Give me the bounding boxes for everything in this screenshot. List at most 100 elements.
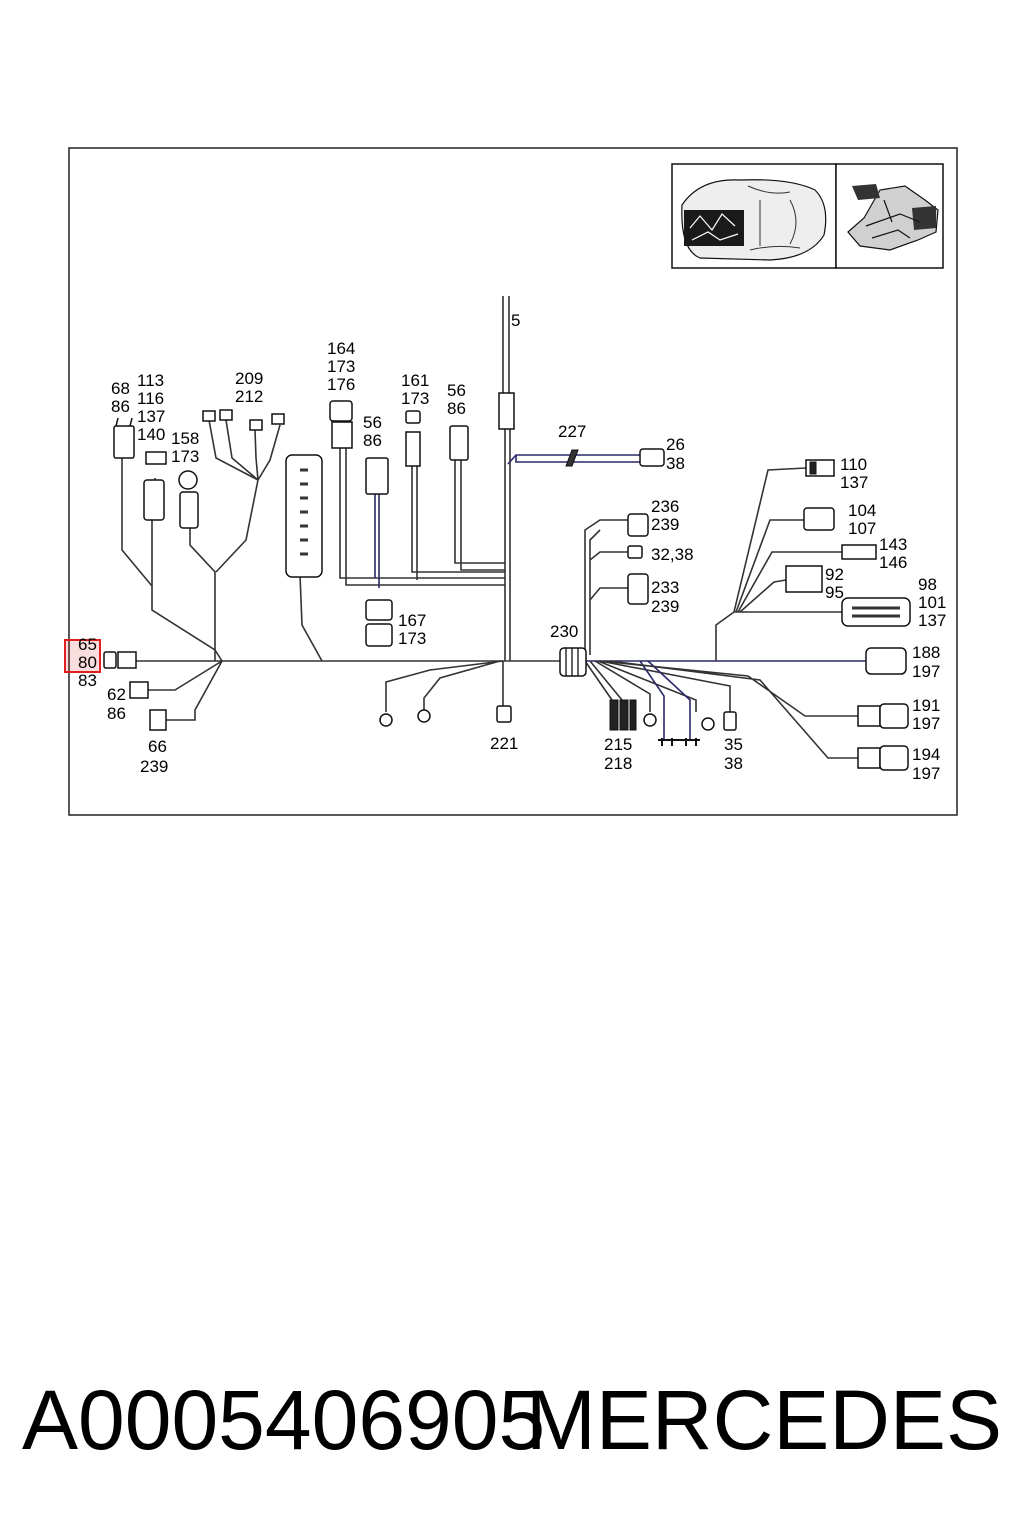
- label-98: 98: [918, 575, 937, 594]
- label-101: 101: [918, 593, 946, 612]
- label-215: 215: [604, 735, 632, 754]
- ring-terminals-center: [379, 709, 431, 727]
- label-32-38: 32,38: [651, 545, 694, 564]
- label-116: 116: [137, 389, 164, 408]
- brand-name: MERCEDES: [525, 1373, 1002, 1467]
- connector-32-38: [627, 545, 643, 559]
- label-56: 56: [447, 381, 466, 400]
- label-80: 80: [78, 653, 97, 672]
- connector-161-173: [405, 410, 421, 467]
- connector-215-218: [609, 699, 715, 746]
- control-unit-plug: [285, 454, 323, 578]
- connector-92-95: [785, 565, 823, 593]
- label-35: 35: [724, 735, 743, 754]
- label-68: 68: [111, 379, 130, 398]
- label-212: 212: [235, 387, 263, 406]
- label-143: 143: [879, 535, 907, 554]
- label-197: 197: [912, 714, 940, 733]
- connector-233-239: [627, 573, 649, 605]
- label-86: 86: [111, 397, 130, 416]
- connector-66-239: [149, 709, 167, 731]
- label-146: 146: [879, 553, 907, 572]
- label-26: 26: [666, 435, 685, 454]
- connector-35-38: [723, 711, 737, 731]
- connector-194-197: [857, 745, 909, 771]
- connector-209-212: [202, 409, 285, 431]
- label-95: 95: [825, 583, 844, 602]
- label-5: 5: [511, 311, 520, 330]
- connector-56-86-right: [449, 425, 469, 461]
- label-66: 66: [148, 737, 167, 756]
- connector-227: [565, 449, 579, 467]
- connector-98-137: [841, 597, 911, 627]
- label-86: 86: [107, 704, 126, 723]
- label-110: 110: [840, 455, 867, 474]
- junction-5: [498, 392, 515, 430]
- label-83: 83: [78, 671, 97, 690]
- label-92: 92: [825, 565, 844, 584]
- label-38: 38: [724, 754, 743, 773]
- connector-26-38: [639, 448, 665, 467]
- label-236: 236: [651, 497, 679, 516]
- label-107: 107: [848, 519, 876, 538]
- connector-56-86-mid: [365, 457, 389, 495]
- connector-104-107: [803, 507, 835, 531]
- label-86: 86: [447, 399, 466, 418]
- highlight-box: [64, 639, 101, 673]
- label-137: 137: [840, 473, 868, 492]
- label-140: 140: [137, 425, 165, 444]
- label-239: 239: [140, 757, 168, 776]
- connector-143-146: [841, 544, 877, 560]
- label-197: 197: [912, 662, 940, 681]
- label-221: 221: [490, 734, 518, 753]
- label-167: 167: [398, 611, 426, 630]
- label-38: 38: [666, 454, 685, 473]
- connector-110-137: [805, 459, 835, 477]
- connector-158-173: [178, 470, 199, 529]
- label-104: 104: [848, 501, 876, 520]
- connector-167-173: [365, 599, 393, 647]
- label-173: 173: [171, 447, 199, 466]
- diagram-frame: [68, 147, 958, 816]
- label-62: 62: [107, 685, 126, 704]
- grommet-230: [559, 647, 587, 677]
- label-239: 239: [651, 597, 679, 616]
- label-233: 233: [651, 578, 679, 597]
- label-161: 161: [401, 371, 429, 390]
- label-194: 194: [912, 745, 940, 764]
- connector-65-80-83: [103, 651, 137, 669]
- connector-68-86: [113, 417, 135, 459]
- label-191: 191: [912, 696, 940, 715]
- label-164: 164: [327, 339, 355, 358]
- engine-location-thumbnail: [835, 163, 944, 269]
- label-137: 137: [918, 611, 946, 630]
- label-239: 239: [651, 515, 679, 534]
- connector-191-197: [857, 703, 909, 729]
- label-158: 158: [171, 429, 199, 448]
- connector-62-86: [129, 681, 149, 699]
- label-86: 86: [363, 431, 382, 450]
- label-113: 113: [137, 371, 164, 390]
- part-number: A0005406905: [22, 1373, 546, 1467]
- label-173: 173: [401, 389, 429, 408]
- label-176: 176: [327, 375, 355, 394]
- label-218: 218: [604, 754, 632, 773]
- label-197: 197: [912, 764, 940, 783]
- label-56: 56: [363, 413, 382, 432]
- connector-236-239: [627, 513, 649, 537]
- connector-164-176: [329, 400, 353, 449]
- footer: A0005406905 MERCEDES: [0, 1365, 1024, 1475]
- label-65: 65: [78, 635, 97, 654]
- connector-113-140: [143, 451, 167, 521]
- vehicle-location-thumbnail: [671, 163, 837, 269]
- label-173: 173: [398, 629, 426, 648]
- label-230: 230: [550, 622, 578, 641]
- connector-221: [496, 705, 512, 723]
- connector-188-197: [865, 647, 907, 675]
- label-209: 209: [235, 369, 263, 388]
- label-173: 173: [327, 357, 355, 376]
- label-227: 227: [558, 422, 586, 441]
- label-188: 188: [912, 643, 940, 662]
- label-137: 137: [137, 407, 165, 426]
